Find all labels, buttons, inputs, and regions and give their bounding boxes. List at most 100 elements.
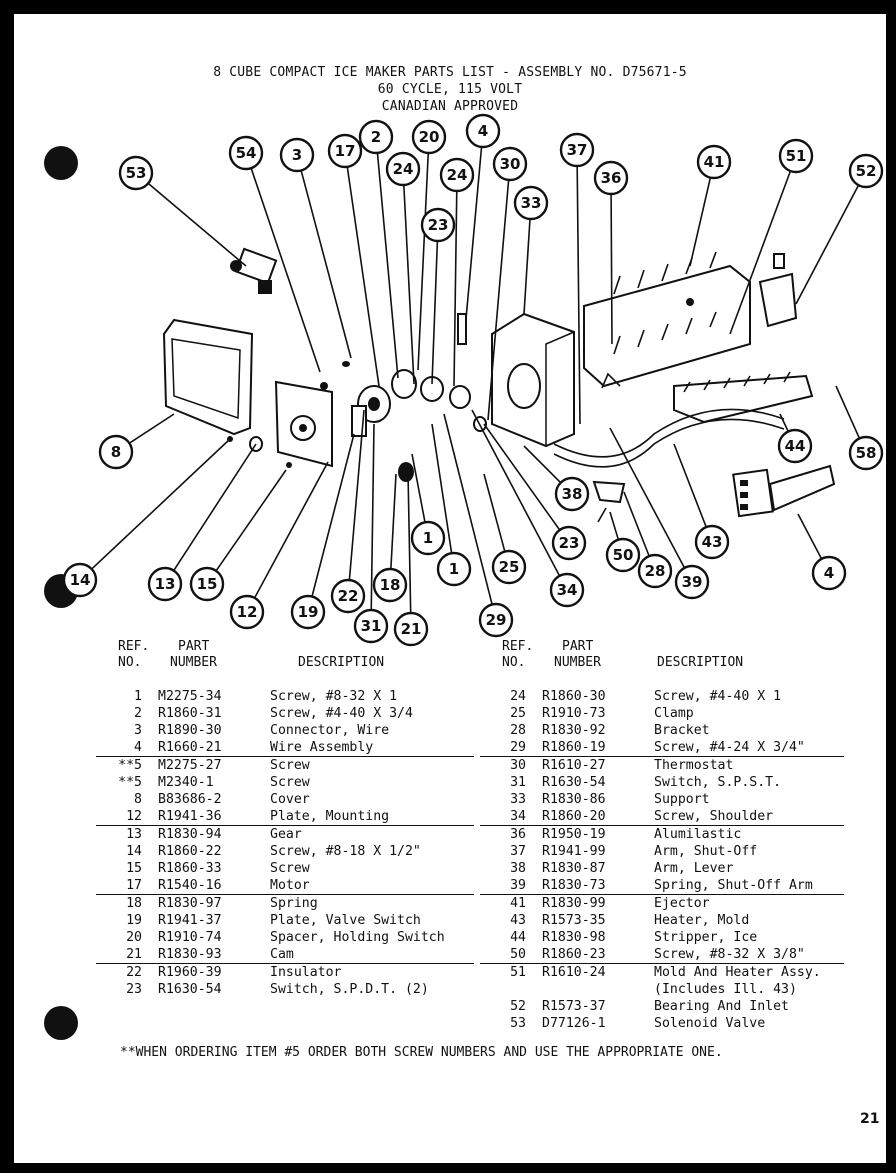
callout-11: 33 <box>513 185 549 315</box>
right-part-header: PART NUMBER <box>554 639 601 671</box>
callout-25: 18 <box>372 473 408 603</box>
callout-7: 4 <box>465 113 501 320</box>
callout-circle <box>147 566 183 602</box>
callout-number: 21 <box>401 620 422 638</box>
description-cell: Stripper, Ice <box>654 930 758 945</box>
callout-number: 28 <box>645 562 666 580</box>
description-cell: Bracket <box>654 723 710 738</box>
part-number-cell: R1941-37 <box>158 913 222 928</box>
ref-cell: 21 <box>96 946 158 964</box>
description-cell: Screw, Shoulder <box>654 808 844 826</box>
callout-number: 4 <box>478 122 488 140</box>
description-cell: Insulator <box>270 965 342 980</box>
callout-leader-line <box>779 413 789 432</box>
left-part-label: PART <box>178 639 210 654</box>
ref-cell: 41 <box>510 896 526 911</box>
left-part-header: PART NUMBER <box>170 639 217 671</box>
description-cell: Screw <box>270 775 310 790</box>
left-description-header: DESCRIPTION <box>298 655 385 670</box>
ref-cell: 29 <box>480 739 542 757</box>
callout-39: 58 <box>835 385 884 471</box>
cover-drawing <box>162 318 254 436</box>
callout-30: 25 <box>483 473 527 585</box>
part-number-cell: M2275-27 <box>158 758 222 773</box>
callout-number: 14 <box>70 571 91 589</box>
part-number-cell: R1830-86 <box>542 792 606 807</box>
description-cell: Screw <box>270 861 310 876</box>
ref-cell: 13 <box>126 827 142 842</box>
description-cell: Solenoid Valve <box>654 1016 766 1031</box>
support-housing-drawing <box>491 312 575 448</box>
part-number-cell: R1660-21 <box>158 739 270 757</box>
callout-circle <box>290 594 326 630</box>
left-ref-label: REF. <box>118 639 150 654</box>
callout-number: 23 <box>428 216 449 234</box>
ref-cell: 23 <box>126 982 142 997</box>
ref-cell: **5 <box>118 758 142 773</box>
mounting-plate-drawing <box>274 380 333 468</box>
table-row: **5 M2275-27 Screw <box>96 757 474 775</box>
callout-8: 24 <box>439 157 475 387</box>
callout-leader-line <box>523 445 562 484</box>
callout-4: 2 <box>358 119 399 379</box>
callout-leader-line <box>443 413 493 605</box>
callout-19: 13 <box>147 443 257 602</box>
right-number-label: NUMBER <box>554 655 601 670</box>
callout-circle <box>551 525 587 561</box>
callout-leader-line <box>471 409 561 577</box>
callout-number: 2 <box>371 128 381 146</box>
callout-number: 22 <box>338 587 359 605</box>
callout-24: 31 <box>353 423 389 644</box>
callout-number: 34 <box>557 581 578 599</box>
part-number-cell: B83686-2 <box>158 792 222 807</box>
callout-circle <box>778 138 814 174</box>
callout-circle <box>228 135 264 171</box>
part-number-cell: M2275-34 <box>158 689 222 704</box>
part-number-cell <box>542 981 654 998</box>
callout-circle <box>330 578 366 614</box>
callout-number: 1 <box>423 529 433 547</box>
mold-heater-drawing <box>553 408 785 468</box>
part-number-cell: R1941-99 <box>542 844 606 859</box>
callout-leader-line <box>689 177 712 267</box>
callout-leader-line <box>417 152 430 371</box>
callout-number: 38 <box>562 485 583 503</box>
callout-number: 12 <box>237 603 258 621</box>
part-number-cell: R1630-54 <box>542 775 606 790</box>
callout-circle <box>605 537 641 573</box>
callout-circle <box>393 611 429 647</box>
callout-number: 36 <box>601 169 622 187</box>
callout-6: 24 <box>385 151 421 385</box>
ref-cell: 3 <box>134 723 142 738</box>
callout-leader-line <box>453 190 458 387</box>
callout-40: 4 <box>797 513 847 591</box>
callout-leader-line <box>487 179 510 421</box>
callout-leader-line <box>370 423 375 611</box>
callout-circle <box>848 153 884 189</box>
callout-34: 50 <box>605 511 641 573</box>
callout-leader-line <box>835 385 861 439</box>
callout-circle <box>513 185 549 221</box>
part-number-cell: R1573-37 <box>542 999 606 1014</box>
callout-18: 14 <box>62 438 231 598</box>
description-cell: Screw <box>270 758 310 773</box>
callout-28: 1 <box>431 423 472 587</box>
callout-16: 52 <box>795 153 884 305</box>
part-number-cell: D77126-1 <box>542 1016 606 1031</box>
ref-cell: 37 <box>510 844 526 859</box>
description-cell: Clamp <box>654 706 694 721</box>
page-number: 21 <box>860 1111 880 1127</box>
callout-3: 17 <box>327 133 380 387</box>
description-cell: Plate, Valve Switch <box>270 913 421 928</box>
